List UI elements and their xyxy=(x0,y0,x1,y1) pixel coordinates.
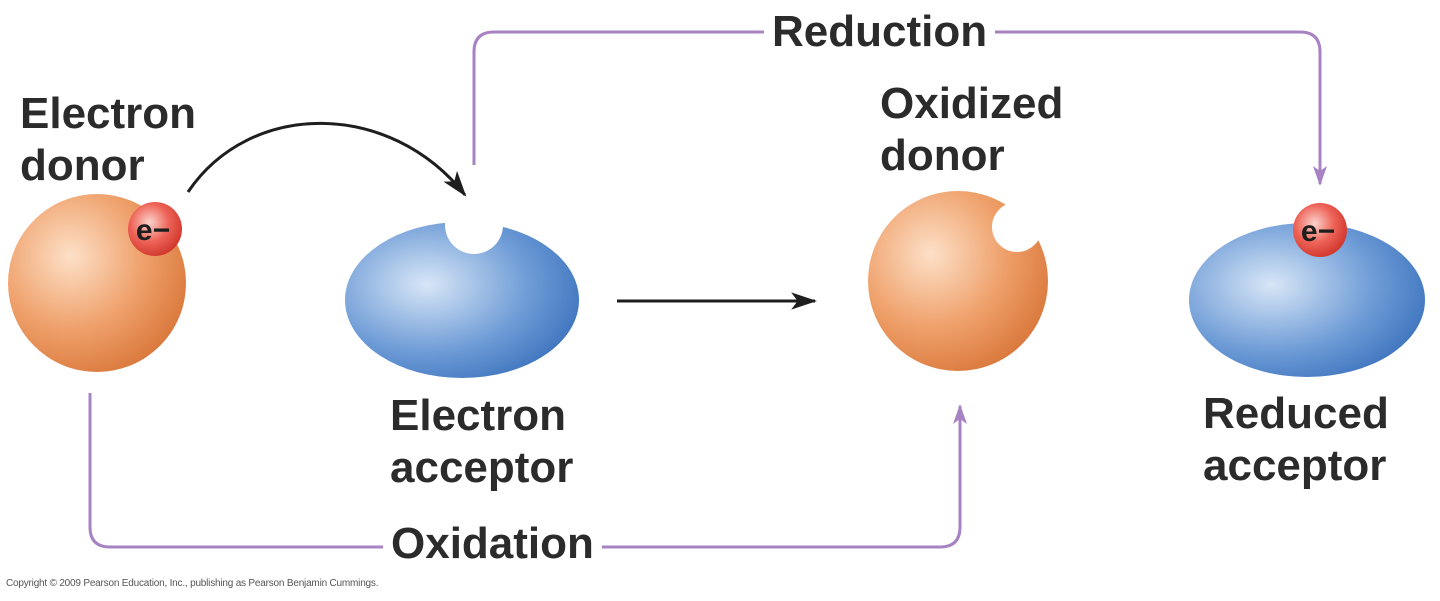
electron-donor-label: Electron donor xyxy=(20,89,197,190)
electron-acceptor-label: Electron acceptor xyxy=(390,391,574,492)
reduction-label: Reduction xyxy=(764,7,996,57)
oxidation-label: Oxidation xyxy=(383,519,602,569)
donor-electron: e− xyxy=(128,202,182,256)
copyright-notice: Copyright © 2009 Pearson Education, Inc.… xyxy=(6,578,379,589)
donor-electron-symbol: e− xyxy=(136,214,170,247)
oxidized-donor-sphere xyxy=(868,191,1048,371)
electron-transfer-arrow xyxy=(186,121,467,197)
acceptor-electron-symbol: e− xyxy=(1301,215,1335,248)
oxidized-donor-label: Oxidized donor xyxy=(880,79,1064,180)
reduced-acceptor-shape xyxy=(1189,223,1425,377)
acceptor-electron: e− xyxy=(1293,203,1347,257)
reduced-acceptor-label: Reduced acceptor xyxy=(1203,389,1389,490)
electron-acceptor-shape xyxy=(345,222,579,378)
